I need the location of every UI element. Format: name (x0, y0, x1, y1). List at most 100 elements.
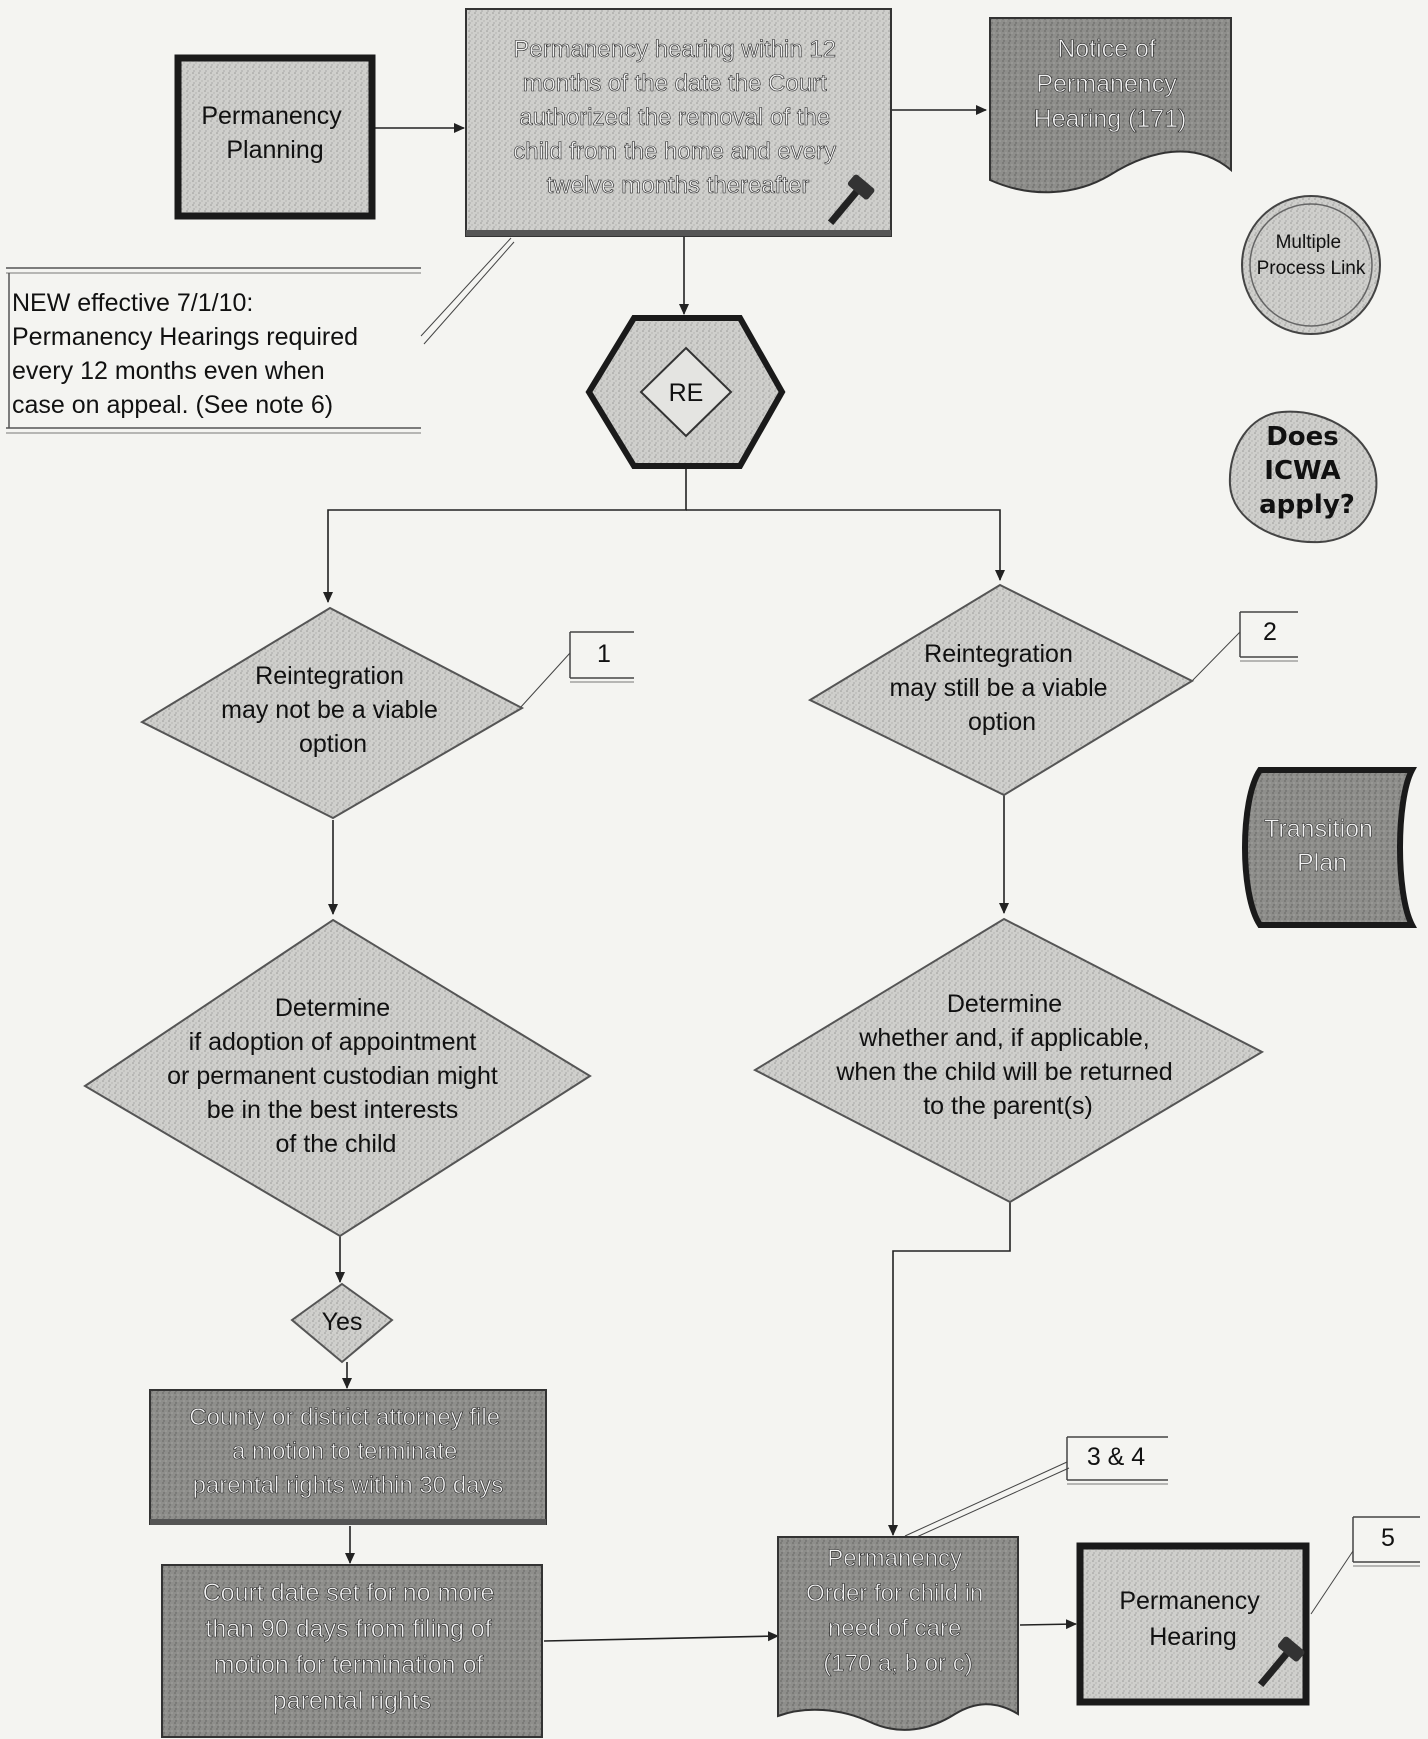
permanency-planning-line: Planning (226, 136, 323, 164)
svg-text:Multiple Process Link: Multiple Process Link (1257, 232, 1366, 279)
icwa-line: apply? (1259, 490, 1355, 520)
svg-text:Permanency Order for chi: Permanency Order for child in need of ca… (806, 1545, 990, 1677)
motion-line: a motion to terminate (232, 1438, 457, 1465)
decision-determine-adoption: Determine if adoption of appointment or … (83, 918, 592, 1238)
determine-adoption-line: if adoption of appointment (189, 1028, 477, 1056)
connector-order-to-hearing (1019, 1619, 1077, 1630)
note-5: 5 (1352, 1516, 1420, 1567)
new-effective-line: every 12 months even when (12, 357, 325, 385)
new-effective-line: case on appeal. (See note 6) (12, 391, 333, 419)
permanency-planning-box: Permanency Planning (174, 54, 376, 220)
callout-lines (420, 237, 1354, 1615)
notice-line: Notice of (1057, 35, 1156, 63)
still-viable-line: may still be a viable (889, 674, 1107, 702)
connector-re-to-not-viable (323, 466, 687, 603)
motion-line: County or district attorney file (189, 1404, 500, 1431)
permanency-order-line: (170 a, b or c) (823, 1650, 972, 1677)
gavel-icon (1257, 1636, 1305, 1687)
court-date-line: motion for termination of (214, 1651, 484, 1679)
hearing-requirement-line: twelve months thereafter (547, 172, 810, 199)
connector-re-to-still-viable (686, 509, 1005, 581)
determine-return-line: whether and, if applicable, (858, 1024, 1149, 1052)
callout-note34-line (904, 1461, 1068, 1537)
permanency-order-line: Permanency (827, 1545, 962, 1572)
notice-line: Hearing (171) (1034, 105, 1187, 133)
legend-icwa: Does ICWA apply? (1228, 410, 1378, 544)
svg-text:Reintegration may not be: Reintegration may not be a viable option (221, 662, 445, 758)
svg-text:County or district attorney fi: County or district attorney file a motio… (189, 1404, 506, 1499)
permanency-order-line: need of care (828, 1615, 961, 1642)
svg-text:Notice of Permanency: Notice of Permanency Hearing (171) (1034, 35, 1187, 133)
still-viable-line: Reintegration (924, 640, 1073, 668)
callout-note5-line (1310, 1550, 1354, 1615)
note-3-4-label: 3 & 4 (1087, 1443, 1145, 1471)
permanency-hearing-box: Permanency Hearing (1076, 1542, 1310, 1706)
svg-text:Determine whether and, i: Determine whether and, if applicable, wh… (835, 990, 1179, 1120)
still-viable-line: option (968, 708, 1036, 736)
hearing-requirement-line: authorized the removal of the (519, 104, 830, 131)
connector-court-date-to-order (543, 1631, 779, 1642)
connectors (323, 105, 1077, 1642)
note-3-4: 3 & 4 (1066, 1436, 1168, 1485)
court-date-line: parental rights (273, 1687, 431, 1715)
decision-determine-return: Determine whether and, if applicable, wh… (752, 917, 1265, 1204)
gavel-icon (827, 174, 875, 225)
hearing-requirement-box: Permanency hearing within 12 months of t… (465, 8, 892, 237)
permanency-order-line: Order for child in (806, 1580, 983, 1607)
decision-still-viable: Reintegration may still be a viable opti… (807, 583, 1195, 797)
motion-box: County or district attorney file a motio… (149, 1389, 547, 1525)
not-viable-line: Reintegration (255, 662, 404, 690)
yes-diamond: Yes (290, 1282, 394, 1364)
svg-text:Permanency hearing within 12: Permanency hearing within 12 months of t… (513, 36, 843, 199)
note-5-label: 5 (1381, 1524, 1395, 1552)
svg-text:Permanency Hearing: Permanency Hearing (1119, 1587, 1266, 1651)
re-label: RE (669, 379, 704, 407)
svg-text:Court date set for no more: Court date set for no more than 90 days … (203, 1579, 502, 1715)
svg-text:Does ICWA apply?: Does ICWA apply? (1259, 422, 1355, 520)
note-1-label: 1 (597, 640, 611, 668)
note-1: 1 (569, 631, 634, 683)
permanency-order-document: Permanency Order for child in need of ca… (777, 1536, 1019, 1731)
svg-text:Reintegration may still: Reintegration may still be a viable opti… (889, 640, 1114, 736)
permanency-planning-line: Permanency (201, 102, 342, 130)
new-effective-line: NEW effective 7/1/10: (12, 289, 253, 317)
not-viable-line: option (299, 730, 367, 758)
determine-adoption-line: or permanent custodian might (167, 1062, 498, 1090)
svg-text:Transition Plan: Transition Plan (1264, 815, 1380, 877)
hearing-requirement-line: Permanency hearing within 12 (513, 36, 836, 63)
determine-adoption-line: of the child (276, 1130, 397, 1158)
multiple-process-link-line: Process Link (1257, 258, 1366, 279)
callout-new-effective-line (420, 237, 512, 337)
yes-label: Yes (322, 1308, 363, 1336)
motion-line: parental rights within 30 days (193, 1472, 504, 1499)
svg-text:Determine if adoption of: Determine if adoption of appointment or … (167, 994, 505, 1158)
court-date-line: than 90 days from filing of (205, 1615, 491, 1643)
notice-document: Notice of Permanency Hearing (171) (989, 17, 1232, 194)
callout-note2-line (1191, 631, 1241, 682)
new-effective-note: NEW effective 7/1/10: Permanency Hearing… (6, 267, 421, 434)
permanency-hearing-line: Permanency (1119, 1587, 1260, 1615)
court-date-box: Court date set for no more than 90 days … (161, 1564, 543, 1738)
determine-return-line: to the parent(s) (923, 1092, 1093, 1120)
determine-return-line: when the child will be returned (835, 1058, 1172, 1086)
callout-note1-line (519, 652, 571, 709)
determine-return-line: Determine (947, 990, 1062, 1018)
determine-adoption-line: Determine (275, 994, 390, 1022)
icwa-line: Does (1266, 422, 1339, 452)
transition-plan-line: Plan (1297, 849, 1347, 877)
not-viable-line: may not be a viable (221, 696, 438, 724)
notice-line: Permanency (1036, 70, 1177, 98)
hearing-requirement-line: months of the date the Court (523, 70, 828, 97)
multiple-process-link-line: Multiple (1276, 232, 1341, 253)
re-hexagon: RE (585, 315, 786, 469)
legend-multiple-process-link: Multiple Process Link (1241, 195, 1381, 335)
note-2: 2 (1239, 611, 1298, 662)
transition-plan-line: Transition (1264, 815, 1373, 843)
svg-text:Permanency Planning: Permanency Planning (201, 102, 348, 164)
svg-text:NEW effective 7/1/10: Pe: NEW effective 7/1/10: Permanency Hearing… (12, 289, 365, 419)
permanency-hearing-line: Hearing (1149, 1623, 1237, 1651)
connector-determine-to-order (888, 1202, 1011, 1536)
icwa-line: ICWA (1264, 456, 1340, 486)
